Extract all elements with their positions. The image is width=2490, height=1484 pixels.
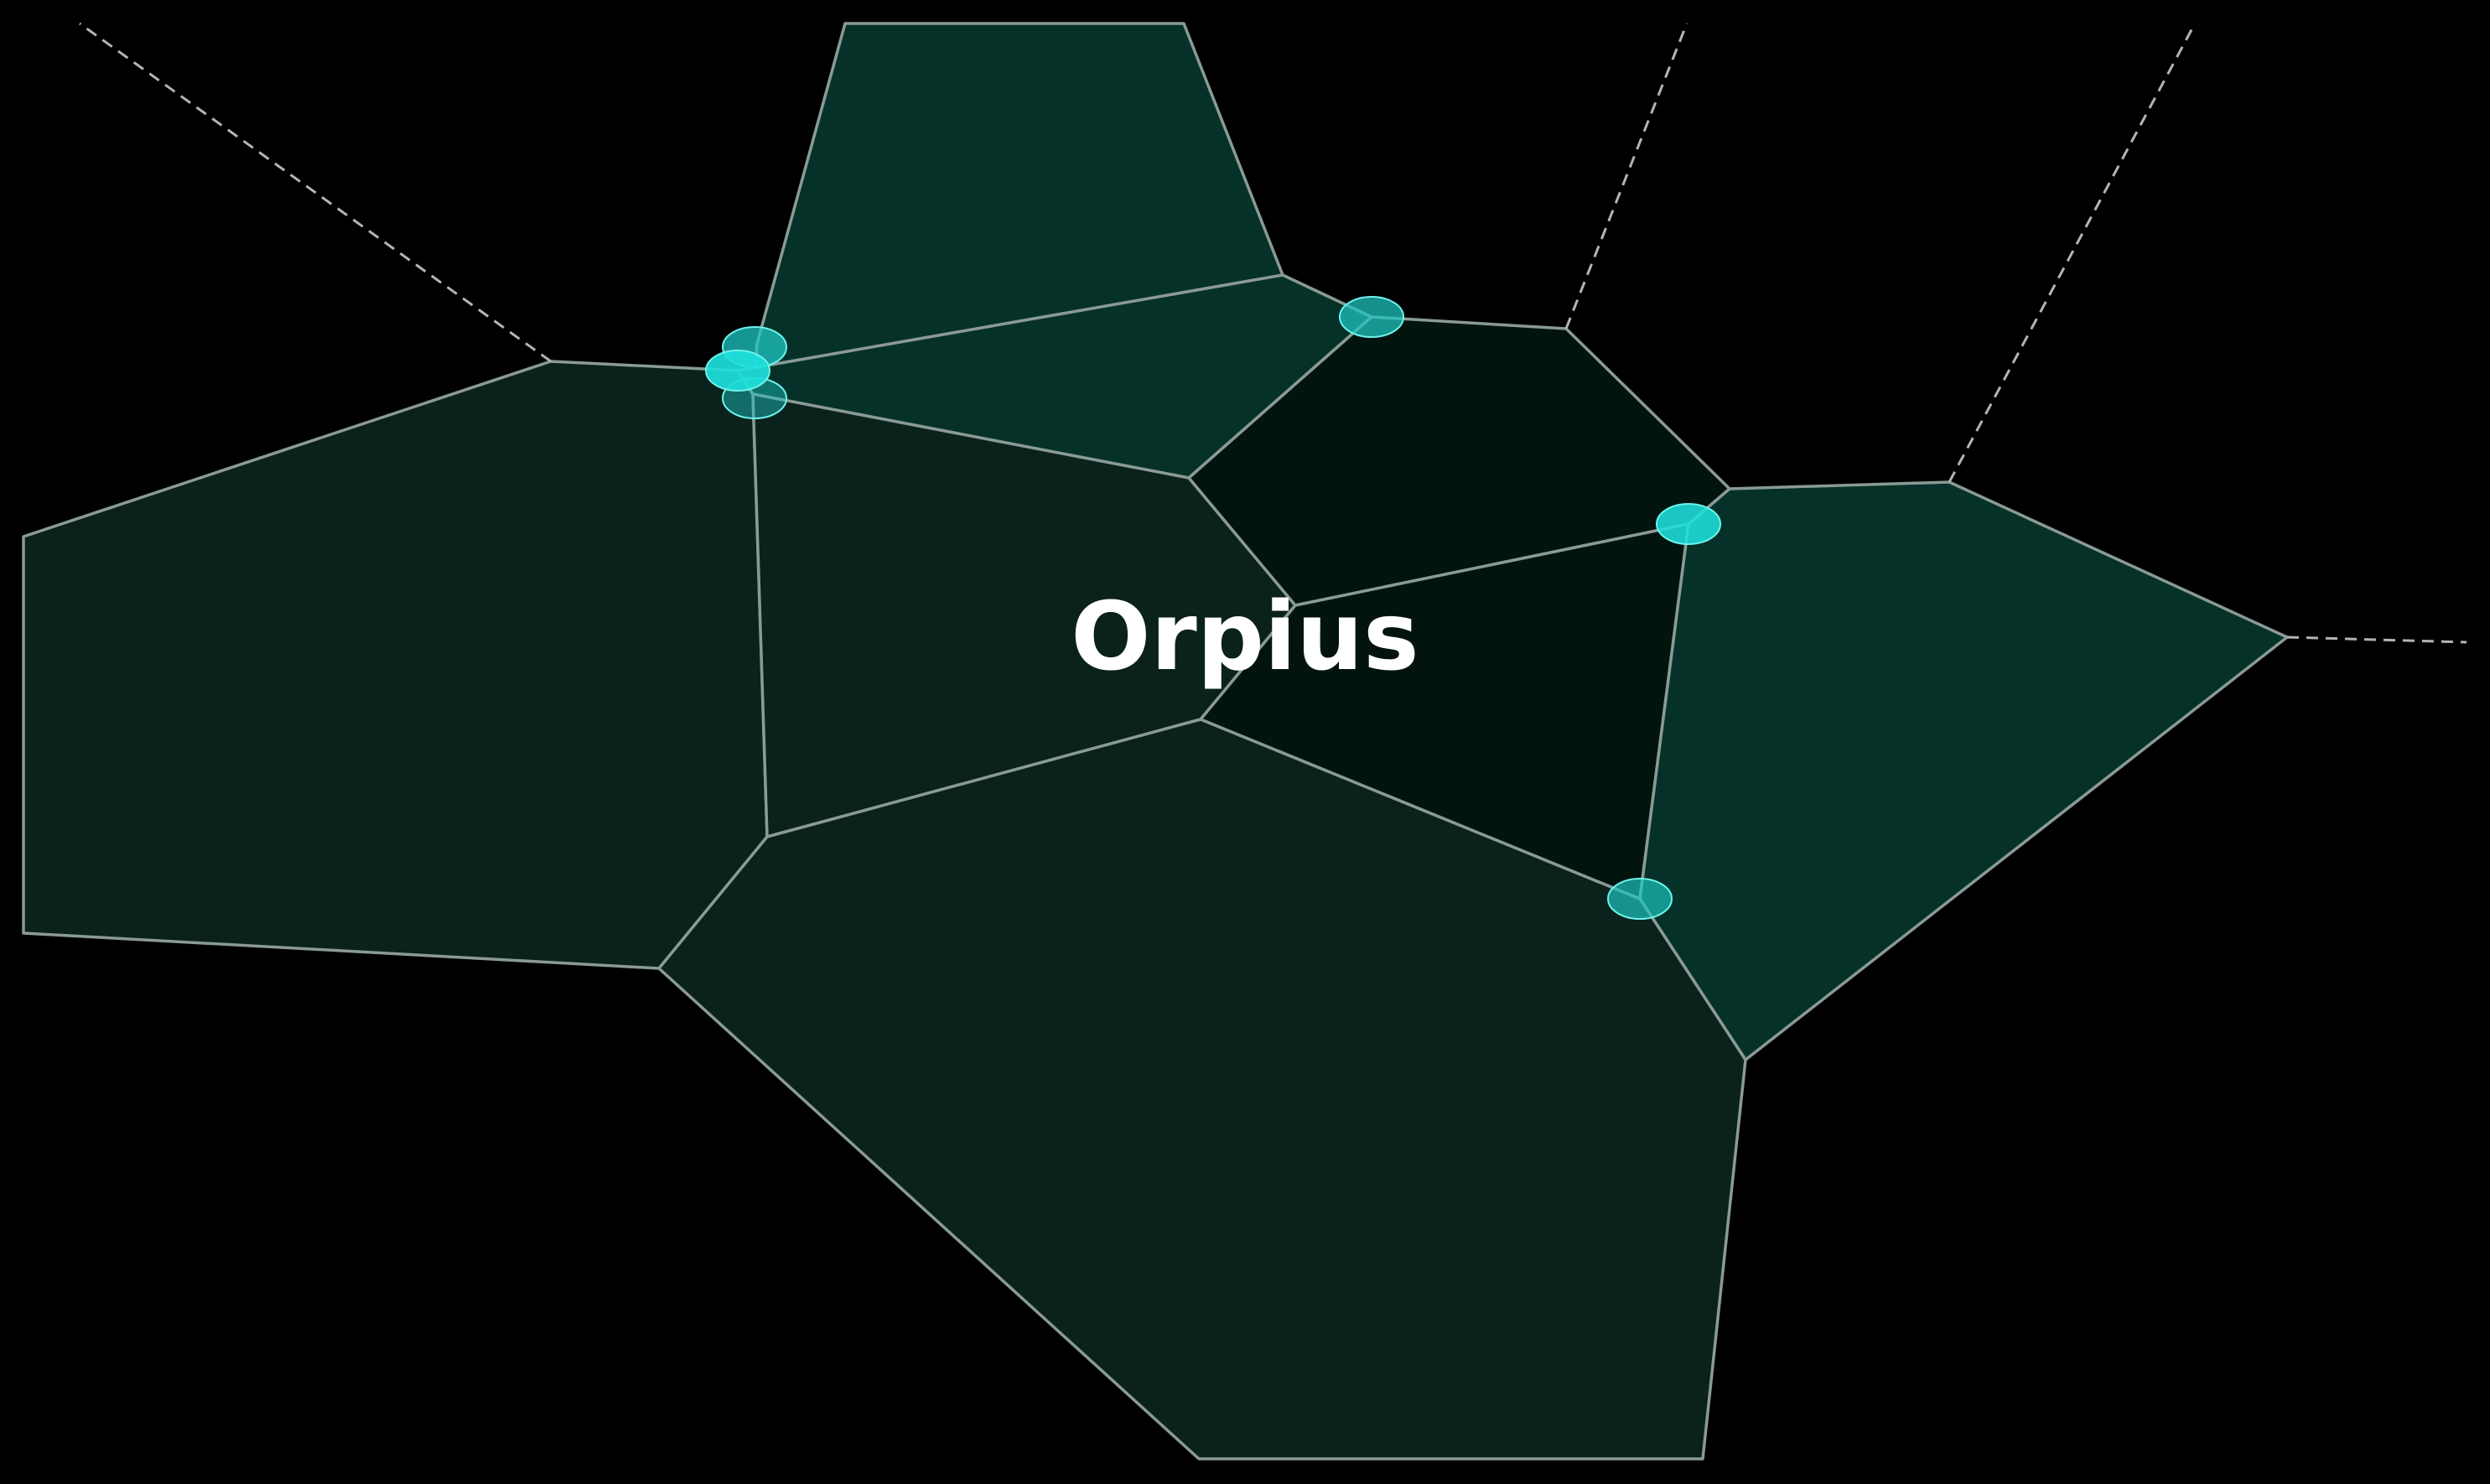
- voronoi-ray-northeast: [1948, 23, 2197, 483]
- vertex-marker: [705, 350, 770, 392]
- voronoi-ray-east: [2286, 636, 2467, 644]
- vertex-marker: [1656, 503, 1721, 545]
- diagram-title: Orpius: [1071, 583, 1419, 692]
- vertex-marker: [1339, 296, 1404, 338]
- voronoi-ray-north: [1564, 23, 1689, 329]
- voronoi-cell-south: [657, 718, 1747, 1461]
- voronoi-ray-northwest: [79, 22, 552, 363]
- vertex-marker: [1607, 878, 1673, 920]
